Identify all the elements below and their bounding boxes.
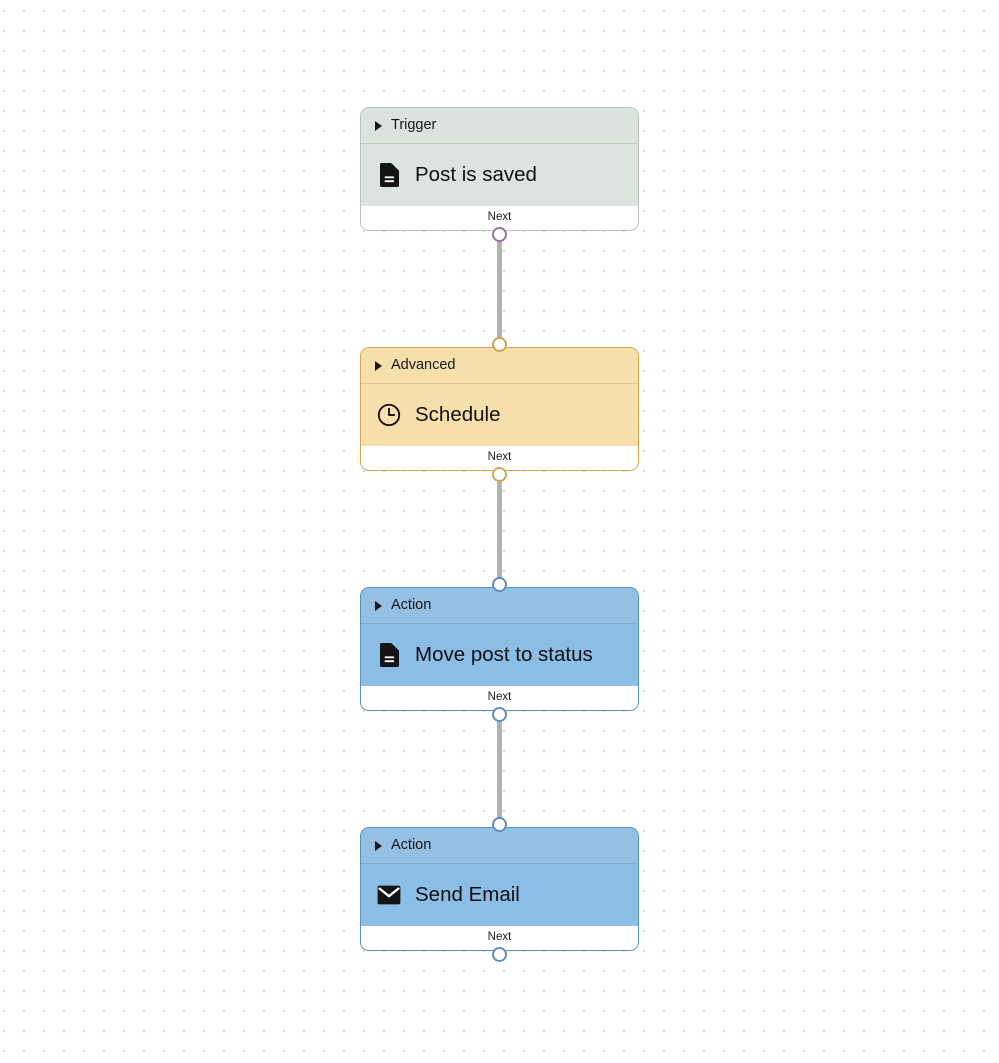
edge-action-1-to-action-2[interactable] [497,714,502,826]
edge-trigger-to-advanced[interactable] [497,234,502,346]
workflow-node-trigger-post-is-saved[interactable]: Trigger Post is saved Next [360,107,639,231]
node-handle-source-action-send-email[interactable] [492,947,507,962]
node-handle-target-action-send-email[interactable] [492,817,507,832]
node-footer-label: Next [487,451,512,464]
document-icon [377,163,401,187]
node-body[interactable]: Send Email [361,864,638,926]
node-title: Schedule [415,402,501,426]
node-footer-next[interactable]: Next [361,686,638,710]
node-header[interactable]: Action [361,828,638,864]
envelope-icon [377,883,401,907]
node-header[interactable]: Action [361,588,638,624]
chevron-right-icon[interactable] [375,840,382,851]
node-footer-label: Next [487,691,512,704]
node-handle-target-action-move-post[interactable] [492,577,507,592]
chevron-right-icon[interactable] [375,120,382,131]
document-icon [377,643,401,667]
node-body[interactable]: Move post to status [361,624,638,686]
chevron-right-icon[interactable] [375,360,382,371]
node-handle-target-advanced[interactable] [492,337,507,352]
chevron-right-icon[interactable] [375,600,382,611]
node-header[interactable]: Advanced [361,348,638,384]
workflow-node-advanced-schedule[interactable]: Advanced Schedule Next [360,347,639,471]
node-body[interactable]: Post is saved [361,144,638,206]
node-title: Send Email [415,882,520,906]
node-footer-label: Next [487,211,512,224]
node-title: Post is saved [415,162,537,186]
node-footer-next[interactable]: Next [361,446,638,470]
node-body[interactable]: Schedule [361,384,638,446]
node-title: Move post to status [415,642,593,666]
node-footer-next[interactable]: Next [361,926,638,950]
node-footer-next[interactable]: Next [361,206,638,230]
workflow-node-action-move-post-to-status[interactable]: Action Move post to status Next [360,587,639,711]
node-footer-label: Next [487,931,512,944]
workflow-node-action-send-email[interactable]: Action Send Email Next [360,827,639,951]
node-category-label: Trigger [391,117,437,134]
clock-icon [377,403,401,427]
node-handle-source-action-move-post[interactable] [492,707,507,722]
node-handle-source-trigger[interactable] [492,227,507,242]
node-handle-source-advanced[interactable] [492,467,507,482]
node-category-label: Advanced [391,357,456,374]
node-header[interactable]: Trigger [361,108,638,144]
node-category-label: Action [391,837,432,854]
edge-advanced-to-action-1[interactable] [497,474,502,586]
node-category-label: Action [391,597,432,614]
